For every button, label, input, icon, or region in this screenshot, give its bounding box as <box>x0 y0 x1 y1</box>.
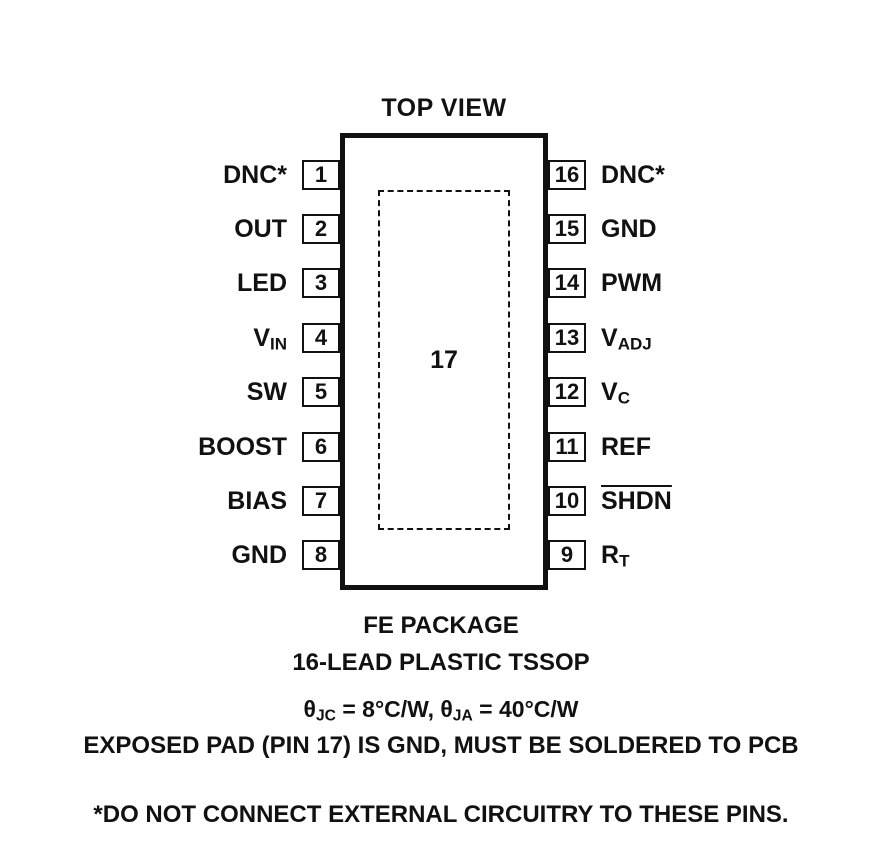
pin-1-label-dnc: DNC* <box>223 161 287 190</box>
pin-3-label-led: LED <box>237 269 287 298</box>
pin-3-label-text: LED <box>237 268 287 297</box>
pin-16-number-box: 16 <box>548 160 586 190</box>
theta-ja-symbol: θ <box>440 696 453 722</box>
theta-jc-sub: JC <box>315 707 336 725</box>
pin-row-left-7: BIAS 7 <box>60 486 340 516</box>
pin-10-label-shdn: SHDN <box>601 487 672 516</box>
pin-11-label-ref: REF <box>601 433 651 462</box>
pin-13-label-vadj: VADJ <box>601 324 652 353</box>
pin-13-label-subscript: ADJ <box>617 334 652 354</box>
pin-9-label-rt: RT <box>601 541 629 570</box>
pin-15-number-box: 15 <box>548 214 586 244</box>
thermal-spec: θJC = 8°C/W, θJA = 40°C/W <box>0 696 882 725</box>
pin-11-number-box: 11 <box>548 432 586 462</box>
pin-16-label-dnc: DNC* <box>601 161 665 190</box>
pin-9-label-subscript: T <box>619 551 630 571</box>
pin-9-number-box: 9 <box>548 540 586 570</box>
pin-8-label-text: GND <box>231 540 287 569</box>
pin-8-label-gnd: GND <box>231 541 287 570</box>
pin-row-left-5: SW 5 <box>60 377 340 407</box>
package-name: FE PACKAGE <box>363 612 519 639</box>
pin-row-left-1: DNC* 1 <box>60 160 340 190</box>
pin-row-right-12: 12 VC <box>548 377 828 407</box>
pin-row-right-13: 13 VADJ <box>548 323 828 353</box>
footer-notes: FE PACKAGE 16-LEAD PLASTIC TSSOP θJC = 8… <box>0 612 882 829</box>
pin-14-number-box: 14 <box>548 268 586 298</box>
chip-body: 17 <box>340 133 548 590</box>
pin-row-left-4: VIN 4 <box>60 323 340 353</box>
pin-row-right-14: 14 PWM <box>548 268 828 298</box>
pin-4-number-box: 4 <box>302 323 340 353</box>
pin-12-label-vc: VC <box>601 378 630 407</box>
theta-jc-value: = 8°C/W, <box>335 696 441 722</box>
pin-8-number-box: 8 <box>302 540 340 570</box>
pin-2-number-box: 2 <box>302 214 340 244</box>
pin-1-number-box: 1 <box>302 160 340 190</box>
pin-11-label-text: REF <box>601 432 651 461</box>
pin-10-number-box: 10 <box>548 486 586 516</box>
exposed-pad: 17 <box>378 190 510 530</box>
pin-7-label-bias: BIAS <box>227 487 287 516</box>
pin-10-label-text: SHDN <box>601 486 672 515</box>
pin-1-label-text: DNC* <box>223 160 287 189</box>
pin-row-right-10: 10 SHDN <box>548 486 828 516</box>
pin-13-number-box: 13 <box>548 323 586 353</box>
pin-7-number-box: 7 <box>302 486 340 516</box>
pin-7-label-text: BIAS <box>227 486 287 515</box>
pin-row-right-16: 16 DNC* <box>548 160 828 190</box>
theta-jc-symbol: θ <box>303 696 316 722</box>
pin-3-number-box: 3 <box>302 268 340 298</box>
pin-row-right-15: 15 GND <box>548 214 828 244</box>
pin-4-label-vin: VIN <box>253 324 287 353</box>
pin-12-number-box: 12 <box>548 377 586 407</box>
pin-14-label-pwm: PWM <box>601 269 662 298</box>
pin-5-label-text: SW <box>246 377 287 406</box>
theta-ja-sub: JA <box>452 707 473 725</box>
pin-row-left-6: BOOST 6 <box>60 432 340 462</box>
pin-row-left-2: OUT 2 <box>60 214 340 244</box>
pin-5-label-sw: SW <box>247 378 287 407</box>
pin-5-number-box: 5 <box>302 377 340 407</box>
pin-2-label-text: OUT <box>234 214 287 243</box>
pin-15-label-text: GND <box>601 214 657 243</box>
pin-9-label-text: R <box>601 540 620 569</box>
package-type: 16-LEAD PLASTIC TSSOP <box>292 649 590 676</box>
pin-row-left-8: GND 8 <box>60 540 340 570</box>
exposed-pad-note: EXPOSED PAD (PIN 17) IS GND, MUST BE SOL… <box>83 732 799 759</box>
pin-12-label-subscript: C <box>617 388 630 408</box>
pin-row-right-11: 11 REF <box>548 432 828 462</box>
exposed-pad-label: 17 <box>430 345 458 374</box>
pin-16-label-text: DNC* <box>601 160 665 189</box>
pin-2-label-out: OUT <box>234 215 287 244</box>
pin-row-left-3: LED 3 <box>60 268 340 298</box>
pin-6-number-box: 6 <box>302 432 340 462</box>
pin-6-label-text: BOOST <box>198 432 287 461</box>
diagram-title: TOP VIEW <box>381 94 507 122</box>
pin-4-label-subscript: IN <box>270 334 287 354</box>
pin-13-label-text: V <box>601 323 618 352</box>
pin-12-label-text: V <box>601 377 618 406</box>
pin-4-label-text: V <box>253 323 270 352</box>
pin-15-label-gnd: GND <box>601 215 657 244</box>
pin-14-label-text: PWM <box>601 268 663 297</box>
pin-6-label-boost: BOOST <box>198 433 287 462</box>
dnc-note: *DO NOT CONNECT EXTERNAL CIRCUITRY TO TH… <box>93 801 789 828</box>
theta-ja-value: = 40°C/W <box>472 696 579 722</box>
